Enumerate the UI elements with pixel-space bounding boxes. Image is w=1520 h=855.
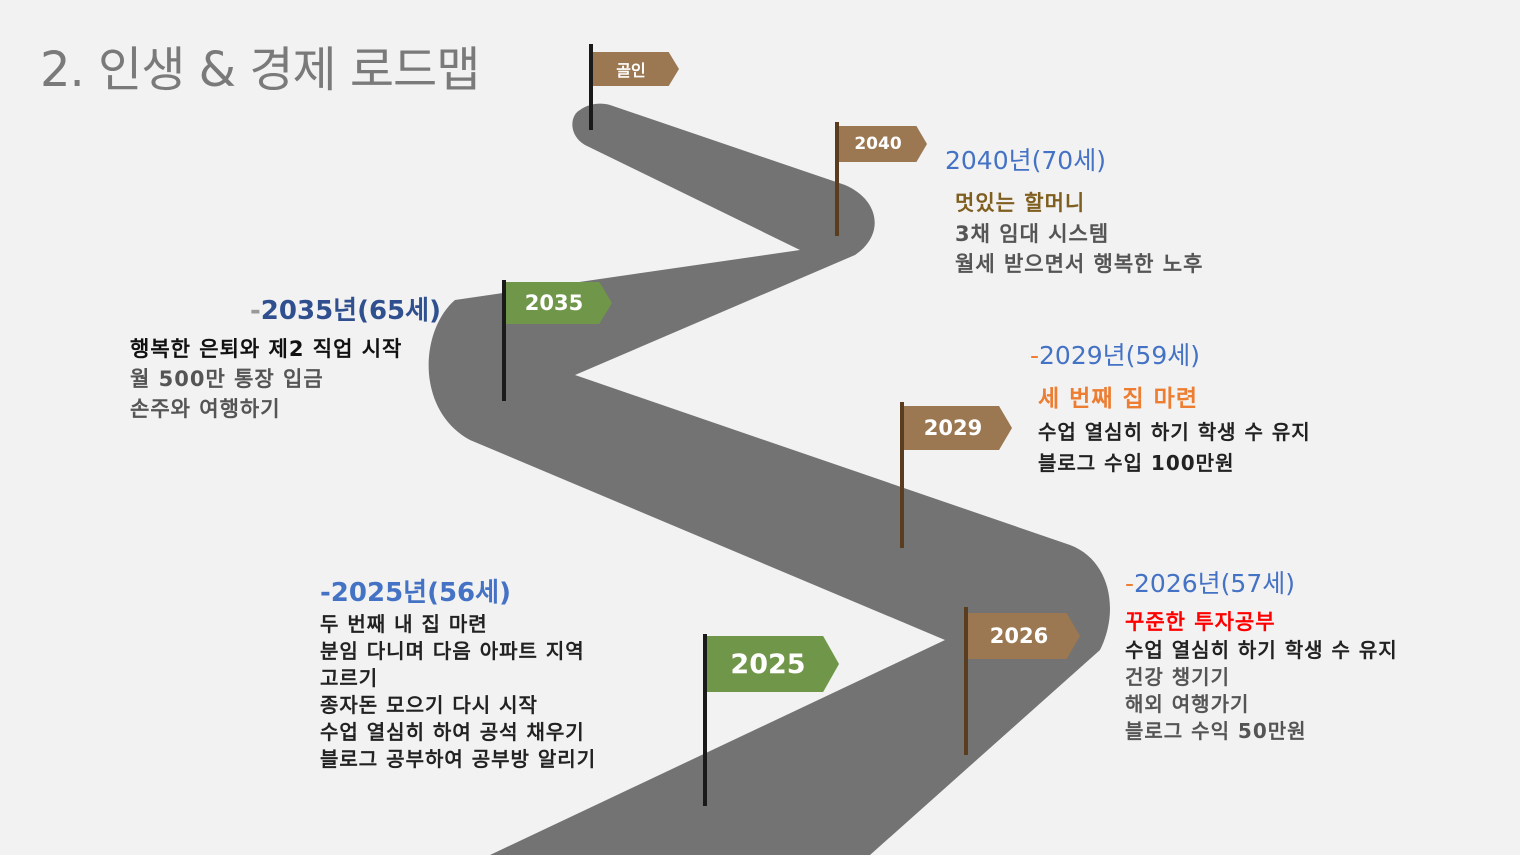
milestone-2035: -2035년(65세) 행복한 은퇴와 제2 직업 시작 월 500만 통장 입…: [130, 295, 441, 422]
milestone-2025-line: 두 번째 내 집 마련: [320, 611, 488, 636]
milestone-2025-line: 분임 다니며 다음 아파트 지역: [320, 638, 585, 663]
milestone-2025-year: -2025년(56세): [320, 578, 511, 608]
milestone-2026-line: 건강 챙기기: [1125, 664, 1230, 689]
milestone-2035-line: 행복한 은퇴와 제2 직업 시작: [130, 336, 403, 361]
milestone-2026-year: -2026년(57세): [1125, 569, 1295, 598]
milestone-2026: -2026년(57세) 꾸준한 투자공부 수업 열심히 하기 학생 수 유지 건…: [1125, 568, 1398, 744]
milestone-2040-line: 3채 임대 시스템: [955, 221, 1110, 246]
milestone-2040-highlight: 멋있는 할머니: [955, 191, 1086, 216]
milestone-2035-year: -2035년(65세): [250, 296, 441, 326]
milestone-2026-line: 해외 여행가기: [1125, 691, 1250, 716]
milestone-2029-year: -2029년(59세): [1030, 341, 1200, 370]
milestone-2035-line: 손주와 여행하기: [130, 397, 281, 421]
milestone-2040: 2040년(70세) 멋있는 할머니 3채 임대 시스템 월세 받으면서 행복한…: [945, 145, 1203, 277]
milestone-2029-highlight: 세 번째 집 마련: [1038, 386, 1198, 413]
milestone-2025-line: 고르기: [320, 665, 379, 690]
milestone-2029-line: 수업 열심히 하기 학생 수 유지: [1038, 420, 1311, 444]
flag-2035-label: 2035: [506, 282, 612, 324]
flag-2029-label: 2029: [904, 406, 1012, 450]
page-title: 2. 인생 & 경제 로드맵: [40, 42, 480, 98]
flag-goal-label: 골인: [593, 52, 679, 86]
flag-2040-label: 2040: [839, 126, 927, 162]
milestone-2040-year: 2040년(70세): [945, 146, 1106, 175]
milestone-2035-line: 월 500만 통장 입금: [130, 366, 324, 391]
milestone-2025-line: 수업 열심히 하여 공석 채우기: [320, 719, 585, 744]
flag-2025-label: 2025: [707, 636, 839, 692]
milestone-2025-line: 종자돈 모으기 다시 시작: [320, 692, 538, 717]
milestone-2026-line: 수업 열심히 하기 학생 수 유지: [1125, 637, 1398, 662]
milestone-2025: -2025년(56세) 두 번째 내 집 마련 분임 다니며 다음 아파트 지역…: [320, 577, 596, 772]
milestone-2029: -2029년(59세) 세 번째 집 마련 수업 열심히 하기 학생 수 유지 …: [1030, 340, 1311, 476]
flag-2026-label: 2026: [968, 613, 1080, 659]
milestone-2040-line: 월세 받으면서 행복한 노후: [955, 251, 1204, 276]
milestone-2026-highlight: 꾸준한 투자공부: [1125, 610, 1276, 635]
milestone-2025-line: 블로그 공부하여 공부방 알리기: [320, 746, 597, 771]
milestone-2026-line: 블로그 수익 50만원: [1125, 718, 1307, 743]
milestone-2029-line: 블로그 수입 100만원: [1038, 451, 1235, 475]
